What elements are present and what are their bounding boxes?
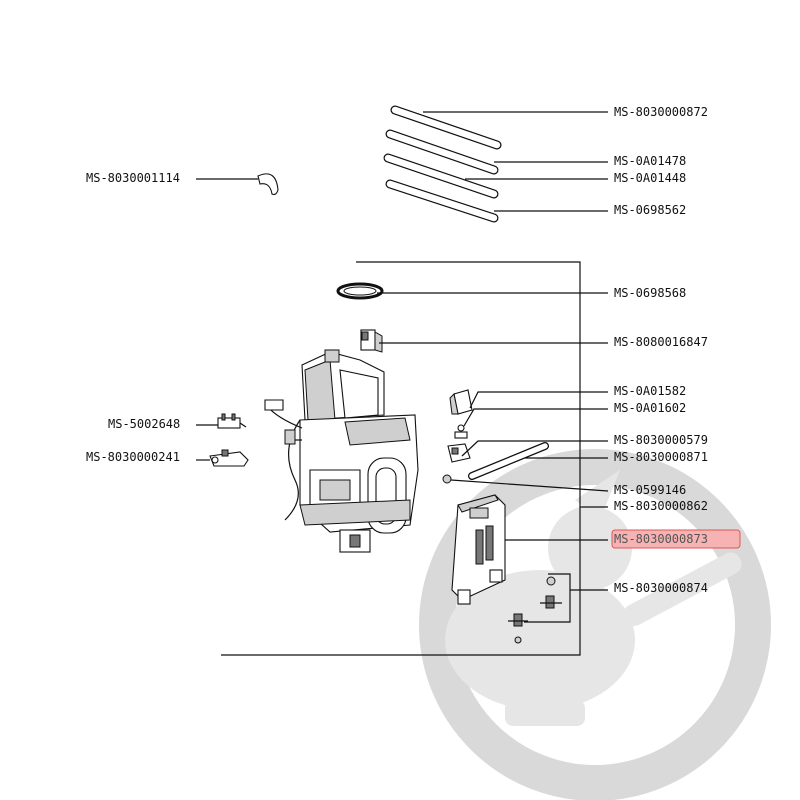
callout-label-valves[interactable]: MS-8030000874 bbox=[614, 581, 708, 595]
bracket-part bbox=[360, 329, 383, 353]
tube-part bbox=[383, 153, 499, 199]
tube-parts bbox=[383, 105, 502, 223]
machine-assembly bbox=[264, 349, 419, 553]
callout-label-cap[interactable]: MS-0A01582 bbox=[614, 384, 686, 398]
watermark-ring bbox=[419, 449, 771, 800]
callout-label-small-clip[interactable]: MS-0599146 bbox=[614, 483, 686, 497]
callout-label-tube-4[interactable]: MS-0698562 bbox=[614, 203, 686, 217]
callout-label-ring-seal[interactable]: MS-0698568 bbox=[614, 286, 686, 300]
screw-part bbox=[454, 424, 468, 439]
cap-part bbox=[449, 389, 473, 415]
callout-label-connector[interactable]: MS-8030000579 bbox=[614, 433, 708, 447]
panel-part bbox=[451, 494, 506, 605]
clip-part bbox=[257, 173, 279, 196]
tube-part bbox=[385, 179, 499, 223]
callout-label-switch[interactable]: MS-5002648 bbox=[108, 417, 180, 431]
leader-lines bbox=[196, 111, 609, 623]
callout-label-bracket[interactable]: MS-8080016847 bbox=[614, 335, 708, 349]
callout-label-sensor[interactable]: MS-8030000241 bbox=[86, 450, 180, 464]
sensor-part bbox=[209, 449, 249, 467]
callout-label-top-tube[interactable]: MS-8030000872 bbox=[614, 105, 708, 119]
ring-seal-part bbox=[336, 282, 384, 300]
tube-part bbox=[390, 105, 502, 150]
small-clip-part bbox=[442, 474, 452, 484]
callout-label-rod[interactable]: MS-8030000871 bbox=[614, 450, 708, 464]
valves-part bbox=[508, 576, 562, 644]
callout-label-tube-2[interactable]: MS-0A01478 bbox=[614, 154, 686, 168]
callout-label-panel[interactable]: MS-8030000873 bbox=[614, 532, 708, 546]
callout-label-frame[interactable]: MS-8030000862 bbox=[614, 499, 708, 513]
tube-part bbox=[385, 129, 499, 175]
callout-label-screw[interactable]: MS-0A01602 bbox=[614, 401, 686, 415]
callout-label-clip-left[interactable]: MS-8030001114 bbox=[86, 171, 180, 185]
switch-part bbox=[217, 413, 247, 429]
highlight-box bbox=[611, 529, 741, 549]
callout-label-tube-3[interactable]: MS-0A01448 bbox=[614, 171, 686, 185]
shop-logo-watermark bbox=[419, 449, 771, 800]
rod-part bbox=[468, 442, 549, 480]
connector-part bbox=[447, 443, 471, 463]
callout-labels: MS-8030000872 MS-0A01478 MS-0A01448 MS-0… bbox=[86, 105, 708, 595]
